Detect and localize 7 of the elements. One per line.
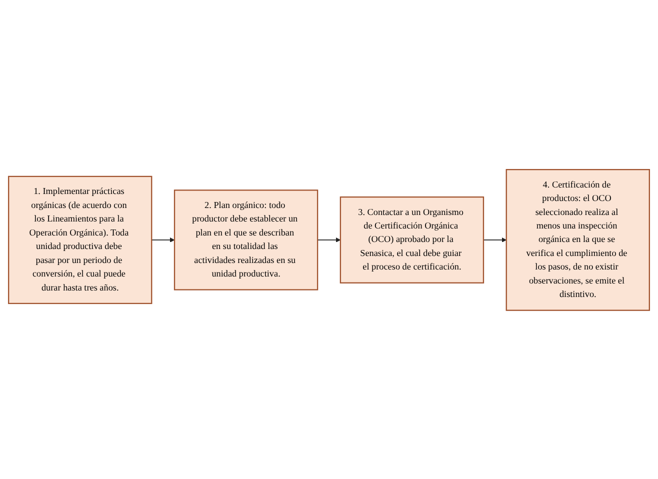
arrow — [483, 236, 507, 242]
node-box: 2. Plan orgánico: todo productor debe establecer un plan en el que se describan en su totalidad las actividades realizadas en su unidad productiva. — [174, 189, 318, 290]
node-box: 1. Implementar prácticas orgánicas (de acuerdo con los Lineamientos para la Operación Orgánica). Toda unidad productiva debe pasar por un periodo de conversión, el cual puede durar hasta tres años. — [8, 175, 152, 304]
node-box: 4. Certificación de productos: el OCO seleccionado realiza al menos una inspección orgánica en la que se verifica el cumplimiento de los pasos, de no existir observaciones, se emite el distintivo. — [506, 168, 650, 310]
arrow — [151, 236, 175, 242]
node-box: 3. Contactar a un Organismo de Certificación Orgánica (OCO) aprobado por la Senasica, el cual debe guiar el proceso de certificación. — [340, 196, 484, 283]
arrow — [317, 236, 341, 242]
